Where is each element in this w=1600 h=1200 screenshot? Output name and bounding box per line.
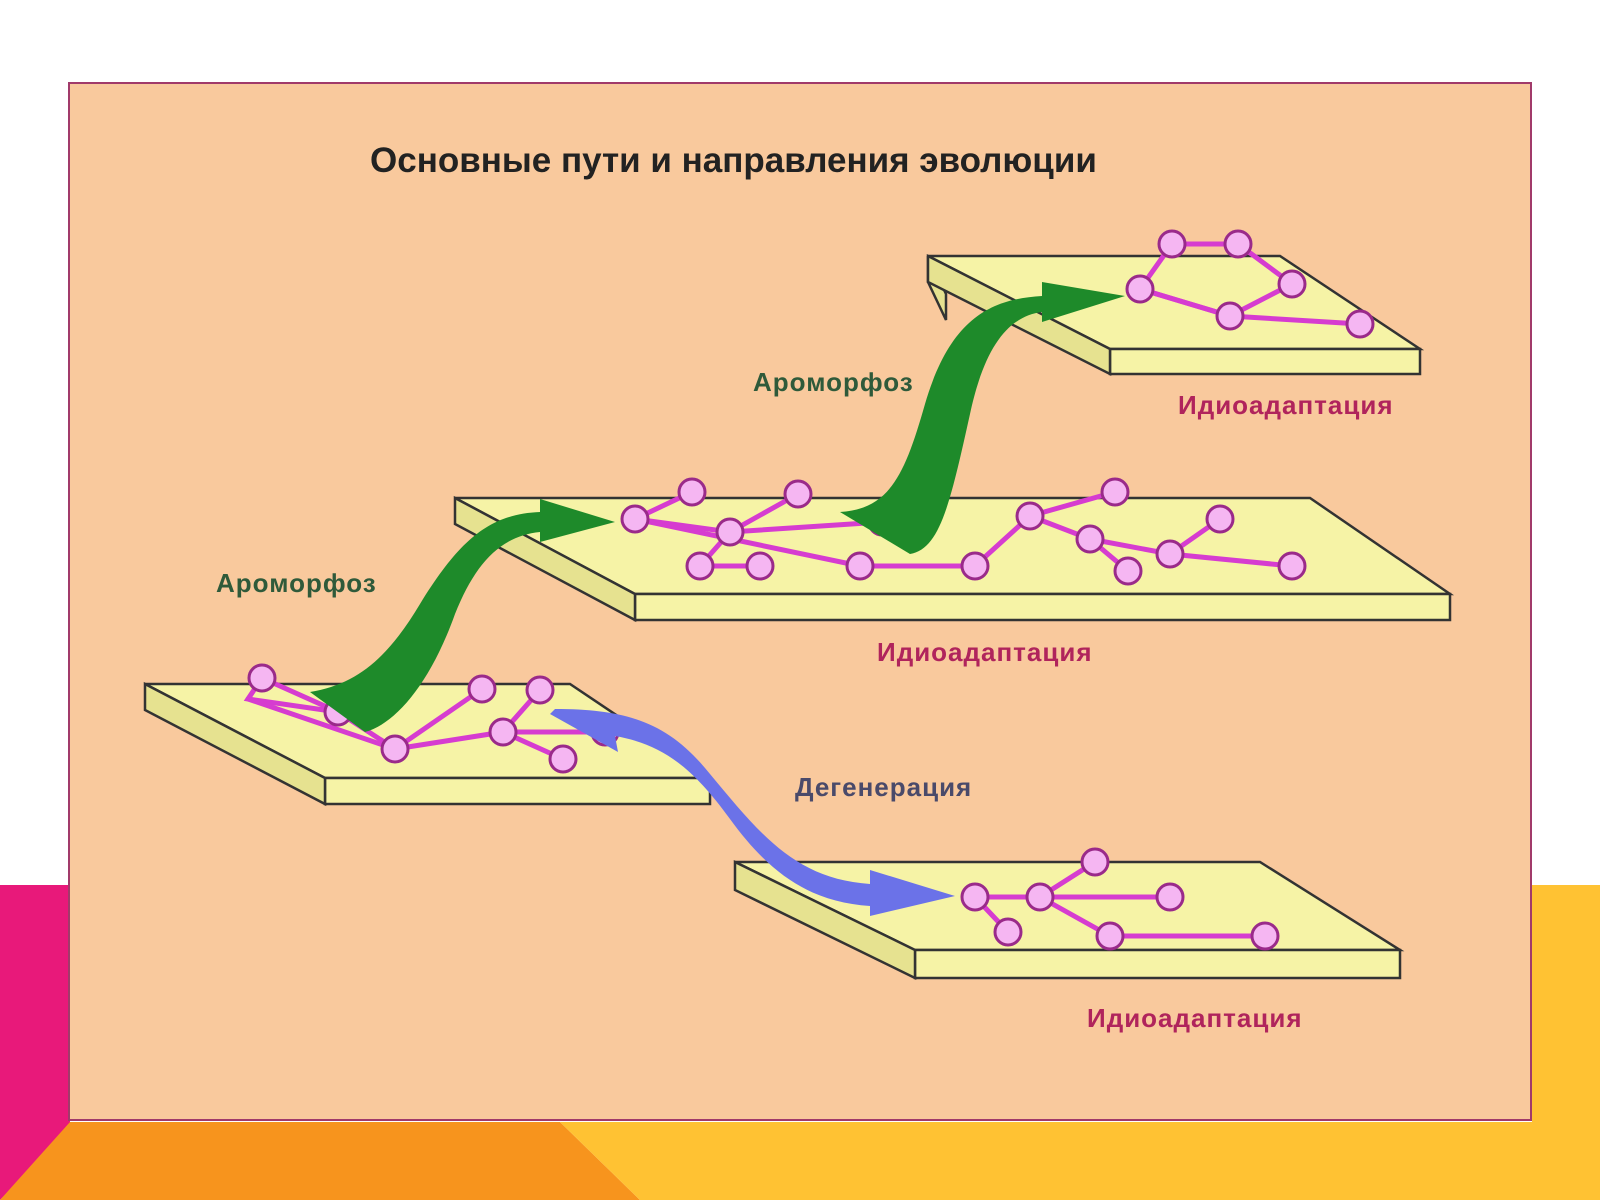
label-aromorphosis-lower: Ароморфоз [216,568,377,598]
node [620,504,650,534]
network-bottom-right [960,847,1280,951]
node [525,675,555,705]
node [1080,847,1110,877]
node [1095,921,1125,951]
node [1277,269,1307,299]
node [685,551,715,581]
node [467,674,497,704]
node [677,477,707,507]
node [1250,921,1280,951]
node [1215,301,1245,331]
yellow-bottom-shape [560,1122,1600,1200]
node [1025,882,1055,912]
yellow-right-band [1532,885,1600,1125]
node [548,744,578,774]
node [1075,524,1105,554]
label-idioadaptation-top: Идиоадаптация [1178,390,1394,420]
label-aromorphosis-upper: Ароморфоз [753,367,914,397]
diagram-title: Основные пути и направления эволюции [370,141,1097,180]
node [993,917,1023,947]
node [715,517,745,547]
diagram-frame: Основные пути и направления эволюции [68,82,1532,1121]
node [1113,556,1143,586]
node [1157,229,1187,259]
node [1100,477,1130,507]
node [1155,882,1185,912]
node [1205,504,1235,534]
node [1015,501,1045,531]
orange-bottom-shape [0,1122,640,1200]
aromorphosis-arrow-lower [310,499,615,732]
node [488,717,518,747]
degeneration-arrow [550,709,955,916]
node [1345,309,1375,339]
label-idioadaptation-middle: Идиоадаптация [877,637,1093,667]
node [1125,274,1155,304]
network-lower-left [243,663,620,774]
label-idioadaptation-bottom: Идиоадаптация [1087,1003,1303,1033]
node [1155,539,1185,569]
aromorphosis-arrow-upper [840,282,1125,554]
node [745,551,775,581]
node [247,663,277,693]
node [783,479,813,509]
node [845,551,875,581]
node [1223,229,1253,259]
node [960,882,990,912]
network-top [1125,229,1375,339]
evolution-diagram: Основные пути и направления эволюции [143,141,1455,1033]
node [380,734,410,764]
node [1277,551,1307,581]
label-degeneration: Дегенерация [795,772,972,802]
node [960,551,990,581]
magenta-corner-shape [0,885,70,1200]
